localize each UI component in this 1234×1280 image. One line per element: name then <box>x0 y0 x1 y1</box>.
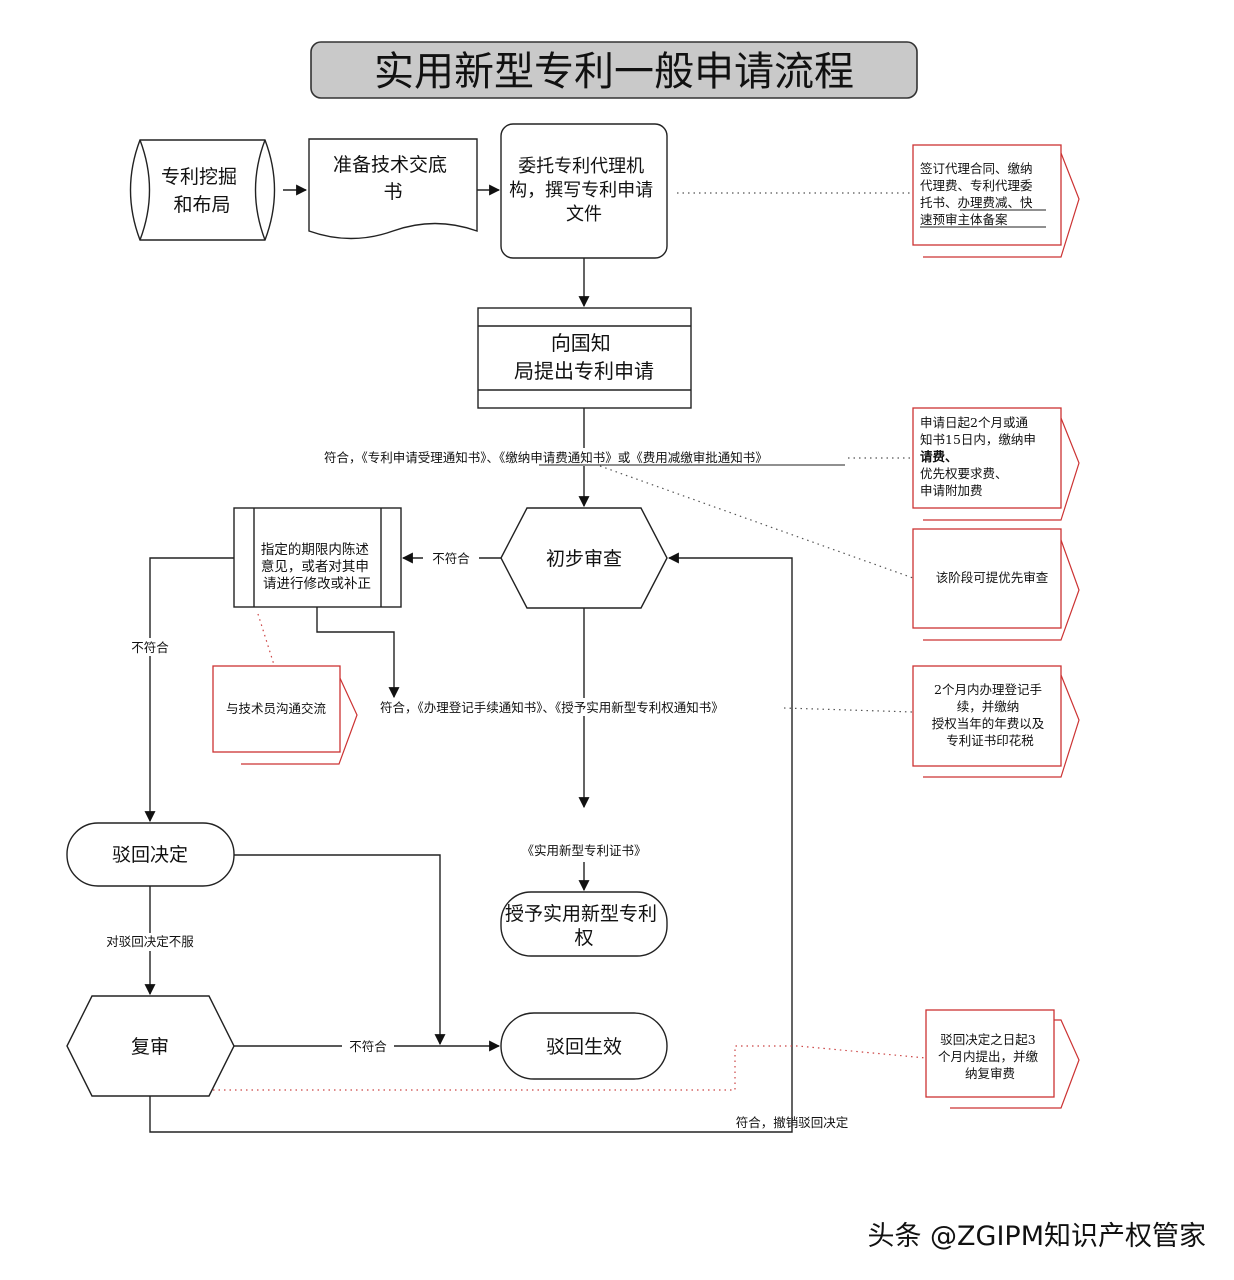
svg-text:该阶段可提优先审查: 该阶段可提优先审查 <box>936 570 1049 585</box>
page-title: 实用新型专利一般申请流程 <box>374 49 854 95</box>
watermark: 头条 @ZGIPM知识产权管家 <box>867 1221 1206 1252</box>
node-prepare-disclosure: 准备技术交底 书 <box>308 138 478 240</box>
label-grant-notice: 符合，《办理登记手续通知书》、《授予实用新型专利权通知书》 <box>380 700 724 715</box>
node-preliminary-exam-label: 初步审查 <box>546 548 622 570</box>
note-priority-exam: 该阶段可提优先审查 <box>912 528 1080 641</box>
node-preliminary-exam: 初步审查 <box>500 507 668 609</box>
label-not-comply-statement: 不符合 <box>432 551 470 566</box>
node-file-application: 向国知 局提出专利申请 <box>477 307 692 409</box>
label-not-comply-reexam: 不符合 <box>349 1039 387 1054</box>
svg-text:2个月内办理登记手 续，并缴纳 授权: 2个月内办理登记手 续，并缴纳 授权当年的年费以及 专利证书印花税 <box>932 682 1049 748</box>
node-file-application-label: 向国知 局提出专利申请 <box>514 331 654 383</box>
node-reexamination: 复审 <box>66 995 235 1097</box>
note-connectors <box>213 192 927 1091</box>
node-rejection-effective-label: 驳回生效 <box>546 1036 622 1058</box>
node-grant-right: 授予实用新型专利 权 <box>500 891 668 957</box>
title-banner: 实用新型专利一般申请流程 <box>310 41 918 99</box>
edge-rejection-to-effective <box>234 854 446 1046</box>
node-statement-correction: 指定的期限内陈述 意见，或者对其申 请进行修改或补正 <box>233 507 402 608</box>
edges <box>144 184 793 1133</box>
note-communicate: 与技术员沟通交流 <box>212 665 358 765</box>
note-registration-fee: 2个月内办理登记手 续，并缴纳 授权当年的年费以及 专利证书印花税 <box>912 665 1080 778</box>
label-certificate: 《实用新型专利证书》 <box>521 843 646 858</box>
note-agency-contract: 签订代理合同、缴纳 代理费、专利代理委 托书、办理费减、快 速预审主体备案 <box>912 144 1080 258</box>
node-entrust-agency: 委托专利代理机 构，撰写专利申请 文件 <box>500 123 668 259</box>
node-statement-correction-label: 指定的期限内陈述 意见，或者对其申 请进行修改或补正 <box>261 541 373 592</box>
label-revoke-rejection: 符合，撤销驳回决定 <box>736 1115 849 1130</box>
edge-labels: 符合，《专利申请受理通知书》、《缴纳申请费通知书》或《费用减缴审批通知书》 不符… <box>98 448 848 1130</box>
node-entrust-agency-label: 委托专利代理机 构，撰写专利申请 文件 <box>509 156 659 225</box>
node-rejection-decision-label: 驳回决定 <box>112 844 188 866</box>
edge-reexam-revoke-to-exam <box>149 552 793 1133</box>
node-rejection-decision: 驳回决定 <box>66 822 235 887</box>
node-prepare-disclosure-label: 准备技术交底 书 <box>333 154 453 203</box>
node-rejection-effective: 驳回生效 <box>500 1012 668 1080</box>
label-not-comply-rejection: 不符合 <box>131 640 169 655</box>
node-reexamination-label: 复审 <box>131 1036 169 1058</box>
svg-text:驳回决定之日起3 个月内提出，并缴: 驳回决定之日起3 个月内提出，并缴 纳复审费 <box>938 1032 1042 1081</box>
note-reexam-fee: 驳回决定之日起3 个月内提出，并缴 纳复审费 <box>925 1009 1080 1109</box>
svg-text:申请日起2个月或通 知书15日内，缴纳申: 申请日起2个月或通 知书15日内，缴纳申 请费、 优先权要求费、 申请附加费 <box>920 415 1040 498</box>
edge-statement-to-rejection <box>144 557 234 823</box>
note-application-fee: 申请日起2个月或通 知书15日内，缴纳申 请费、 优先权要求费、 申请附加费 <box>912 407 1080 521</box>
label-disagree-rejection: 对驳回决定不服 <box>106 934 194 949</box>
node-patent-mining-label: 专利挖掘 和布局 <box>161 166 243 216</box>
node-patent-mining: 专利挖掘 和布局 <box>129 139 276 241</box>
svg-text:签订代理合同、缴纳 代理费、专利代理委: 签订代理合同、缴纳 代理费、专利代理委 托书、办理费减、快 速预审主体备案 <box>920 161 1037 227</box>
svg-text:与技术员沟通交流: 与技术员沟通交流 <box>226 701 327 716</box>
label-accept-notice: 符合，《专利申请受理通知书》、《缴纳申请费通知书》或《费用减缴审批通知书》 <box>324 450 768 465</box>
edge-statement-to-grant-notice <box>316 607 400 699</box>
node-grant-right-label: 授予实用新型专利 权 <box>505 903 663 949</box>
